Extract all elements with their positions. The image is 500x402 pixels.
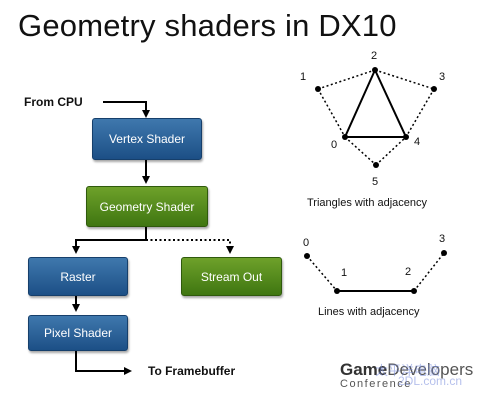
triangle-vertex-label-4: 4 bbox=[414, 136, 421, 148]
stream-out-box: Stream Out bbox=[181, 257, 282, 296]
lines-caption: Lines with adjacency bbox=[318, 306, 420, 318]
pixel-shader-box: Pixel Shader bbox=[28, 315, 128, 351]
logo-game: Game bbox=[340, 360, 388, 379]
logo-conference: Conference bbox=[340, 378, 412, 390]
vertex-shader-box: Vertex Shader bbox=[92, 118, 202, 160]
triangles-caption: Triangles with adjacency bbox=[307, 197, 428, 209]
lines-adjacency-graphic bbox=[304, 250, 447, 294]
geometry-shader-box: Geometry Shader bbox=[86, 186, 208, 227]
stream-out-label: Stream Out bbox=[200, 269, 263, 284]
arrow-geometry-to-streamout bbox=[146, 239, 234, 254]
watermark-line1: 太平洋电脑 bbox=[375, 363, 441, 378]
triangle-vertex-label-3: 3 bbox=[439, 71, 446, 83]
triangle-vertex-label-0: 0 bbox=[331, 139, 338, 151]
raster-box: Raster bbox=[28, 257, 128, 296]
to-framebuffer-label: To Framebuffer bbox=[148, 364, 236, 378]
line-vertex-label-2: 2 bbox=[405, 266, 412, 278]
pixel-shader-label: Pixel Shader bbox=[43, 326, 113, 340]
geometry-shader-label: Geometry Shader bbox=[99, 199, 195, 214]
triangle-vertex-label-5: 5 bbox=[372, 176, 379, 188]
line-vertex-label-3: 3 bbox=[439, 233, 446, 245]
triangles-adjacency-graphic bbox=[315, 67, 437, 168]
watermark-line2: 2DL.com.cn bbox=[398, 374, 463, 388]
logo-developers: Developers bbox=[387, 360, 474, 379]
page-title: Geometry shaders in DX10 bbox=[18, 8, 397, 43]
triangle-vertex-label-1: 1 bbox=[300, 71, 307, 83]
triangle-vertex-label-2: 2 bbox=[371, 50, 378, 62]
arrow-cpu-to-vertex bbox=[103, 101, 150, 118]
gdc-logo: GameDevelopers Conference bbox=[340, 360, 473, 390]
line-vertex-label-0: 0 bbox=[303, 237, 310, 249]
raster-label: Raster bbox=[60, 269, 96, 284]
arrow-geometry-to-raster bbox=[72, 227, 147, 254]
from-cpu-label: From CPU bbox=[24, 95, 83, 109]
arrow-pixel-to-framebuffer bbox=[75, 350, 132, 375]
vertex-shader-label: Vertex Shader bbox=[108, 132, 186, 146]
line-vertex-label-1: 1 bbox=[341, 267, 348, 279]
